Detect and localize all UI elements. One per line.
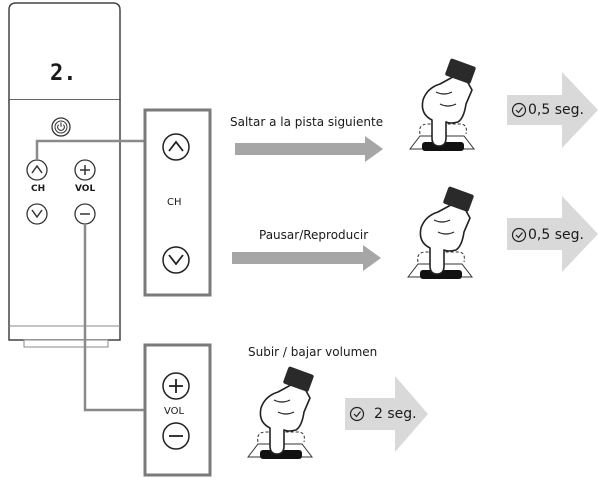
duration-volume: 2 seg. — [374, 406, 417, 422]
caption-pause: Pausar/Reproducir — [259, 228, 369, 242]
remote-vol-down-button[interactable] — [74, 203, 96, 225]
duration-pause: 0,5 seg. — [528, 227, 584, 243]
timer-icon — [349, 406, 365, 422]
arrow-pause — [232, 245, 381, 271]
remote-vol-up-button[interactable] — [74, 159, 96, 181]
vol-panel-label: VOL — [164, 406, 185, 417]
duration-badge-pause — [507, 196, 598, 272]
power-icon — [57, 122, 65, 131]
remote-control — [8, 2, 121, 348]
caption-volume: Subir / bajar volumen — [248, 345, 378, 359]
panel-vol-down-button[interactable] — [162, 422, 190, 450]
timer-icon — [511, 102, 527, 118]
caption-skip: Saltar a la pista siguiente — [230, 115, 384, 129]
ch-panel-label: CH — [167, 197, 182, 208]
connector-lines — [35, 139, 147, 412]
panel-vol-up-button[interactable] — [162, 372, 190, 400]
hand-press-icon — [406, 186, 474, 279]
duration-badge-volume — [345, 376, 428, 452]
vol-panel — [143, 343, 212, 477]
panel-ch-up-button[interactable] — [162, 133, 190, 161]
power-button[interactable] — [51, 117, 71, 137]
remote-ch-down-button[interactable] — [26, 203, 48, 225]
remote-ch-label: CH — [31, 184, 46, 194]
duration-badge-skip — [507, 72, 598, 148]
arrow-skip — [235, 136, 383, 162]
remote-vol-label: VOL — [75, 184, 96, 194]
timer-icon — [511, 227, 527, 243]
duration-skip: 0,5 seg. — [528, 102, 584, 118]
hand-press-icon — [246, 366, 314, 459]
hand-press-icon — [408, 58, 476, 151]
remote-display: 2. — [50, 61, 77, 86]
panel-ch-down-button[interactable] — [162, 246, 190, 274]
remote-ch-up-button[interactable] — [26, 159, 48, 181]
